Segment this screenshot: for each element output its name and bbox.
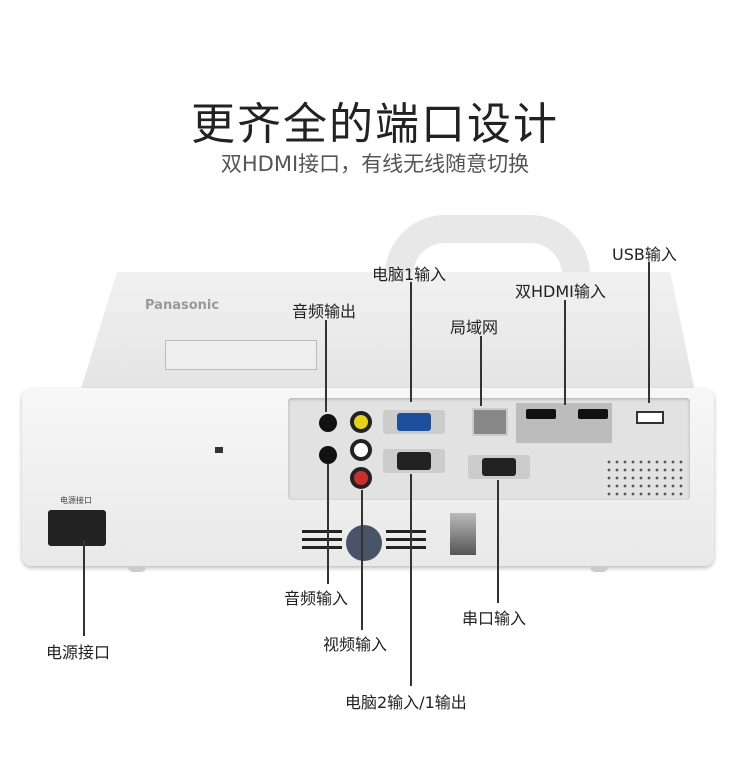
callout-line-pc2: [410, 474, 412, 686]
page-subtitle: 双HDMI接口，有线无线随意切换: [220, 152, 530, 176]
callout-line-video-in: [361, 490, 363, 630]
hdmi-port-2: [578, 409, 608, 419]
projector-top: [80, 272, 695, 392]
label-video-in: 视频输入: [323, 635, 388, 654]
security-slot: [215, 447, 223, 453]
side-vent: [605, 458, 687, 496]
adjust-foot: [450, 513, 476, 555]
power-panel-text: 电源接口: [60, 496, 92, 505]
vga-pc1-port: [383, 410, 445, 434]
audio-out-jack: [319, 414, 337, 432]
label-lan: 局域网: [450, 318, 499, 337]
callout-line-lan: [480, 336, 482, 406]
lan-port: [472, 408, 508, 436]
warning-sticker: [165, 340, 317, 370]
front-vent-right: [386, 530, 426, 552]
hdmi-port-1: [526, 409, 556, 419]
callout-line-pc1: [410, 282, 412, 402]
label-audio-in: 音频输入: [284, 589, 349, 608]
label-power: 电源接口: [46, 643, 111, 662]
video-rca-yellow: [350, 411, 372, 433]
callout-line-audio-out: [325, 320, 327, 412]
callout-line-usb: [648, 262, 650, 403]
callout-line-serial: [497, 480, 499, 603]
callout-line-power: [83, 540, 85, 636]
serial-port: [468, 455, 530, 479]
usb-port: [636, 411, 664, 424]
label-dual-hdmi-in: 双HDMI输入: [515, 282, 606, 301]
brand-logo: Panasonic: [145, 298, 220, 313]
foot-left: [128, 566, 146, 572]
front-vent-left: [302, 530, 342, 552]
callout-line-hdmi: [564, 300, 566, 405]
foot-right: [590, 566, 608, 572]
audio-in-jack: [319, 446, 337, 464]
lens-cap: [346, 525, 382, 561]
vga-pc2-port: [383, 449, 445, 473]
callout-line-audio-in: [327, 464, 329, 584]
label-usb-in: USB输入: [612, 245, 677, 264]
audio-rca-red: [350, 467, 372, 489]
label-pc1-in: 电脑1输入: [372, 265, 447, 284]
label-audio-out: 音频输出: [292, 302, 357, 321]
label-pc2-in-out: 电脑2输入/1输出: [345, 693, 467, 712]
label-serial-in: 串口输入: [462, 609, 527, 628]
power-socket: [48, 510, 106, 546]
page-title: 更齐全的端口设计: [191, 99, 559, 150]
audio-rca-white: [350, 439, 372, 461]
